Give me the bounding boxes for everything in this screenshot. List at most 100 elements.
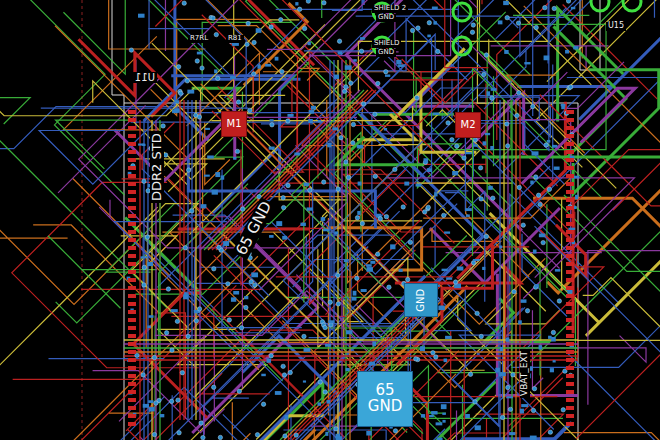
- via: [479, 334, 483, 338]
- via: [308, 188, 312, 192]
- smd-pad: [244, 296, 248, 299]
- shield-label: SHIELD: [372, 40, 401, 48]
- edge-pad: [566, 294, 574, 298]
- smd-pad: [524, 62, 530, 64]
- trace: [397, 245, 492, 365]
- edge-pad: [566, 310, 574, 314]
- via: [453, 280, 457, 284]
- via: [506, 385, 510, 389]
- via: [531, 408, 535, 412]
- smd-pad: [482, 267, 485, 270]
- trace: [269, 0, 434, 151]
- smd-pad: [539, 345, 543, 349]
- edge-pad: [128, 302, 136, 306]
- silk-label: DDR2 STD: [150, 131, 164, 203]
- trace: [534, 226, 660, 440]
- part-name: U11: [133, 72, 157, 83]
- trace: [524, 6, 660, 198]
- smd-pad: [568, 228, 575, 230]
- smd-pad: [369, 362, 375, 366]
- smd-pad: [267, 358, 272, 362]
- trace: [561, 198, 562, 289]
- bus-trace: [191, 100, 192, 420]
- smd-pad: [457, 266, 464, 270]
- smd-pad: [321, 217, 325, 221]
- edge-pad: [128, 406, 136, 410]
- smd-pad: [555, 269, 560, 272]
- trace: [276, 9, 459, 10]
- bus-trace: [288, 300, 428, 440]
- via: [294, 433, 298, 437]
- edge-pad: [566, 158, 574, 162]
- smd-pad: [357, 145, 364, 149]
- via: [505, 15, 509, 19]
- trace: [281, 80, 297, 127]
- edge-pad: [566, 270, 574, 274]
- smd-pad: [573, 46, 578, 49]
- trace: [267, 0, 430, 49]
- bus-trace: [503, 100, 504, 440]
- trace: [140, 437, 296, 440]
- smd-pad: [553, 360, 556, 362]
- via: [170, 348, 174, 352]
- edge-pad: [128, 166, 136, 170]
- via: [462, 156, 466, 160]
- via: [142, 283, 146, 287]
- trace: [588, 251, 660, 405]
- edge-pad: [128, 342, 136, 346]
- via: [323, 390, 327, 394]
- trace: [524, 253, 604, 347]
- smd-pad: [465, 208, 472, 211]
- via: [244, 305, 248, 309]
- shield-label: GND: [376, 49, 396, 57]
- shield-pad: [623, 0, 641, 11]
- via: [551, 330, 555, 334]
- edge-pad: [566, 390, 574, 394]
- trace: [549, 0, 650, 42]
- trace: [148, 28, 209, 29]
- edge-pad: [566, 374, 574, 378]
- trace: [509, 20, 549, 150]
- smd-pad: [233, 157, 236, 160]
- smd-pad: [187, 90, 194, 94]
- smd-pad: [212, 190, 218, 195]
- via: [393, 429, 397, 433]
- via: [182, 1, 186, 5]
- trace: [304, 125, 413, 270]
- smd-pad: [372, 341, 376, 346]
- via: [261, 402, 265, 406]
- via: [557, 299, 561, 303]
- smd-pad: [143, 404, 149, 408]
- via: [129, 48, 133, 52]
- via: [336, 187, 340, 191]
- trace: [421, 92, 476, 153]
- edge-pad: [566, 398, 574, 402]
- trace: [453, 290, 525, 427]
- via: [450, 138, 454, 142]
- bus-trace: [511, 100, 512, 440]
- smd-pad: [275, 57, 279, 61]
- trace: [194, 310, 246, 362]
- smd-pad: [445, 336, 452, 339]
- via: [177, 431, 181, 435]
- via: [154, 401, 158, 405]
- smd-pad: [441, 404, 447, 409]
- via: [248, 108, 252, 112]
- edge-pad: [128, 422, 136, 426]
- via: [544, 143, 548, 147]
- edge-pad: [566, 358, 574, 362]
- shield-pad: [453, 3, 471, 21]
- via: [387, 285, 391, 289]
- via: [142, 265, 146, 269]
- smd-pad: [327, 400, 331, 404]
- edge-pad: [566, 366, 574, 370]
- smd-pad: [452, 171, 458, 175]
- via: [288, 370, 292, 374]
- smd-pad: [473, 144, 478, 146]
- via: [302, 334, 306, 338]
- via: [384, 214, 388, 218]
- via: [416, 26, 420, 30]
- via: [511, 373, 515, 377]
- via: [339, 135, 343, 139]
- via: [286, 183, 290, 187]
